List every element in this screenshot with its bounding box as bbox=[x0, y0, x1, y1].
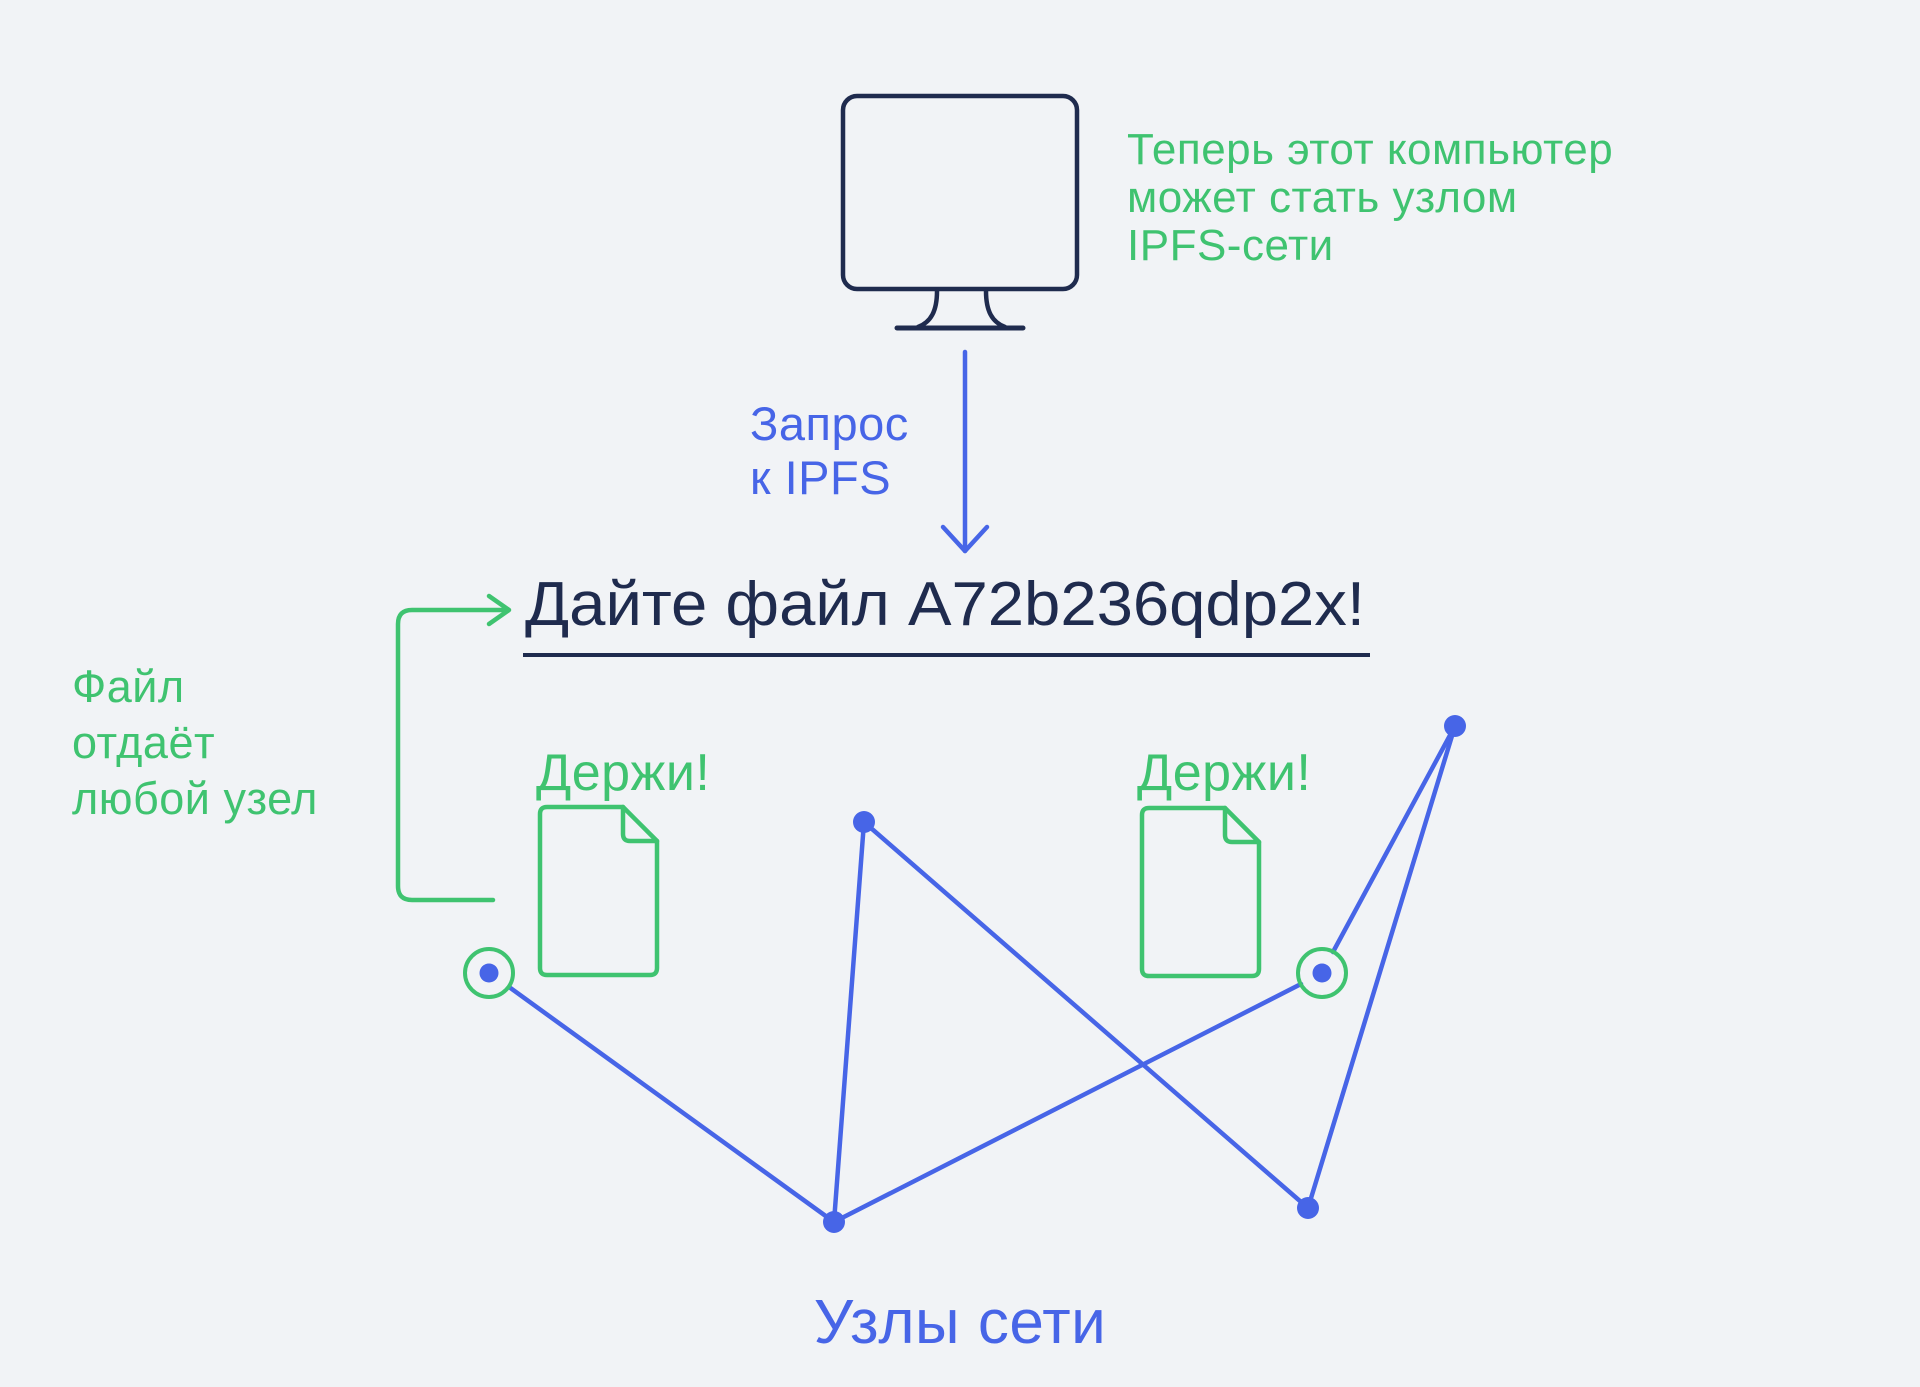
document-icon bbox=[1139, 805, 1262, 979]
network-edges bbox=[506, 723, 1458, 1225]
file-note-line: любой узел bbox=[72, 773, 318, 824]
monitor-note-line: Теперь этот компьютер bbox=[1127, 125, 1613, 174]
file-request-heading: Дайте файл A72b236qdp2x! bbox=[525, 570, 1365, 639]
request-label-line: к IPFS bbox=[750, 451, 891, 504]
request-label: Запрос к IPFS bbox=[750, 397, 909, 504]
node-callout-label: Держи! bbox=[1137, 744, 1311, 802]
monitor-note-line: IPFS-сети bbox=[1127, 221, 1334, 270]
highlighted-node-left bbox=[463, 947, 515, 999]
network-edge bbox=[831, 819, 867, 1225]
node-dot-icon bbox=[823, 1211, 845, 1233]
node-callout-label: Держи! bbox=[536, 744, 710, 802]
bracket-arrow-icon bbox=[395, 593, 512, 903]
node-dot-icon bbox=[1312, 963, 1332, 983]
network-edge bbox=[506, 984, 837, 1225]
document-icon bbox=[537, 804, 660, 978]
node-dot-icon bbox=[1297, 1197, 1319, 1219]
node-dot-icon bbox=[853, 811, 875, 833]
file-note-line: Файл bbox=[72, 661, 185, 712]
network-edge bbox=[1330, 723, 1458, 955]
network-nodes bbox=[823, 715, 1466, 1233]
monitor-note: Теперь этот компьютер может стать узлом … bbox=[1127, 125, 1613, 270]
monitor-screen bbox=[840, 93, 1080, 292]
highlighted-node-right bbox=[1296, 947, 1348, 999]
node-dot-icon bbox=[479, 963, 499, 983]
monitor-note-line: может стать узлом bbox=[1127, 173, 1518, 222]
file-note: Файл отдаёт любой узел bbox=[72, 661, 318, 824]
monitor-icon bbox=[840, 93, 1080, 331]
highlight-ring-icon bbox=[463, 947, 515, 999]
file-note-line: отдаёт bbox=[72, 717, 215, 768]
network-edge bbox=[831, 981, 1304, 1225]
network-edge bbox=[1305, 723, 1458, 1211]
node-dot-icon bbox=[1444, 715, 1466, 737]
request-label-line: Запрос bbox=[750, 397, 909, 450]
network-edge bbox=[861, 819, 1311, 1211]
highlight-ring-icon bbox=[1296, 947, 1348, 999]
network-caption: Узлы сети bbox=[814, 1288, 1107, 1357]
down-arrow-icon bbox=[940, 349, 990, 554]
